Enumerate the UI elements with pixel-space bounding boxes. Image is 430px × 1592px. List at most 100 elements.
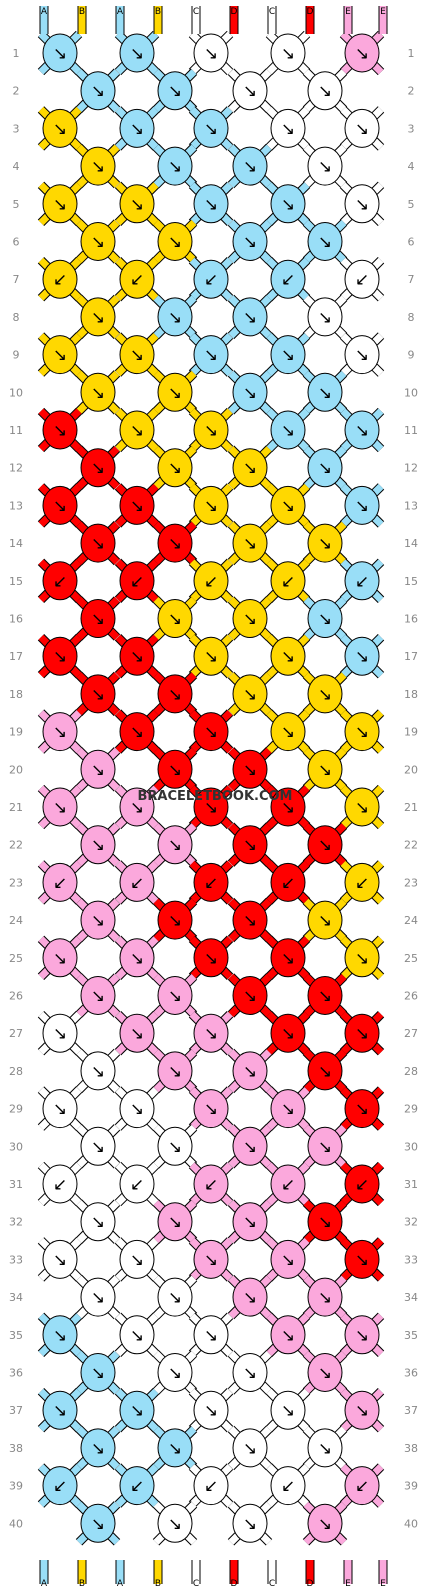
knot (307, 146, 343, 186)
knot (80, 523, 116, 563)
string-label: C (269, 7, 275, 17)
knot-arrow-icon: ↙ (130, 572, 144, 592)
knot-arrow-icon: ↘ (168, 157, 182, 177)
row-number: 38 (9, 1442, 23, 1455)
row-number: 12 (9, 462, 23, 475)
string-label: E (345, 1579, 351, 1589)
knot-arrow-icon: ↘ (53, 723, 67, 743)
knot (80, 825, 116, 865)
string-label: E (380, 7, 386, 17)
row-number: 20 (9, 763, 23, 776)
knot (80, 1503, 116, 1543)
knot-arrow-icon: ↘ (243, 157, 257, 177)
knot-arrow-icon: ↘ (130, 44, 144, 64)
row-number: 32 (404, 1216, 418, 1229)
knot-arrow-icon: ↘ (243, 1213, 257, 1233)
knot (80, 448, 116, 488)
knot-arrow-icon: ↘ (130, 1401, 144, 1421)
knot-arrow-icon: ↘ (91, 308, 105, 328)
knot-arrow-icon: ↘ (53, 421, 67, 441)
string-label: A (117, 7, 124, 17)
knot-arrow-icon: ↘ (53, 195, 67, 215)
row-number: 17 (9, 650, 23, 663)
knot-arrow-icon: ↘ (91, 82, 105, 102)
row-number: 40 (9, 1517, 23, 1530)
knot (344, 862, 380, 902)
knot (193, 410, 229, 450)
row-number: 22 (9, 839, 23, 852)
knot (193, 636, 229, 676)
knot-arrow-icon: ↘ (204, 421, 218, 441)
row-number: 38 (404, 1442, 418, 1455)
knot (80, 1277, 116, 1317)
knot-arrow-icon: ↘ (168, 1514, 182, 1534)
knot-arrow-icon: ↘ (243, 459, 257, 479)
row-number: 36 (9, 1367, 23, 1380)
knot-arrow-icon: ↘ (168, 82, 182, 102)
row-number: 15 (9, 575, 23, 588)
knot-arrow-icon: ↘ (281, 346, 295, 366)
row-number: 1 (13, 47, 20, 60)
knot (193, 712, 229, 752)
knot (119, 1239, 155, 1279)
row-number: 5 (408, 198, 415, 211)
knot-arrow-icon: ↘ (281, 1326, 295, 1346)
knot (157, 1353, 193, 1392)
knot (270, 712, 306, 752)
knot-arrow-icon: ↘ (168, 1364, 182, 1384)
row-number: 6 (13, 236, 20, 249)
knot-arrow-icon: ↘ (281, 1100, 295, 1120)
knot (157, 900, 193, 940)
knot-arrow-icon: ↘ (168, 308, 182, 328)
knot-arrow-icon: ↘ (318, 987, 332, 1007)
knot (307, 1202, 343, 1242)
knot (193, 938, 229, 978)
knot-arrow-icon: ↘ (204, 949, 218, 969)
knot-arrow-icon: ↘ (281, 421, 295, 441)
knot (157, 1503, 193, 1543)
knot-arrow-icon: ↘ (204, 1024, 218, 1044)
knot (307, 1503, 343, 1543)
string-label: B (79, 1579, 85, 1589)
row-number: 6 (408, 236, 415, 249)
knot-arrow-icon: ↙ (204, 1477, 218, 1497)
knot (270, 938, 306, 978)
knot-arrow-icon: ↘ (204, 1401, 218, 1421)
knot-arrow-icon: ↘ (243, 1288, 257, 1308)
knot-arrow-icon: ↘ (281, 119, 295, 139)
row-number: 22 (404, 839, 418, 852)
knot (232, 1428, 268, 1468)
knot-arrow-icon: ↙ (355, 572, 369, 592)
knot (232, 599, 268, 638)
string-label: A (117, 1579, 124, 1589)
knot-arrow-icon: ↘ (318, 685, 332, 705)
knot (157, 523, 193, 563)
knot (157, 825, 193, 865)
knot-arrow-icon: ↘ (318, 1062, 332, 1082)
row-number: 7 (13, 273, 20, 286)
knot (42, 335, 78, 375)
knot-arrow-icon: ↘ (168, 760, 182, 780)
knot (119, 1390, 155, 1430)
row-number: 40 (404, 1517, 418, 1530)
knot (157, 749, 193, 789)
knot-arrow-icon: ↘ (318, 1514, 332, 1534)
knot (193, 1315, 229, 1355)
knot-arrow-icon: ↙ (130, 270, 144, 290)
knot (232, 222, 268, 261)
knot (232, 146, 268, 186)
watermark: BRACELETBOOK.COM (138, 789, 293, 804)
knot-arrow-icon: ↘ (355, 798, 369, 818)
knot-arrow-icon: ↘ (91, 383, 105, 403)
knot-arrow-icon: ↘ (204, 346, 218, 366)
knot (193, 108, 229, 148)
row-number: 27 (404, 1027, 418, 1040)
knot-arrow-icon: ↘ (243, 82, 257, 102)
knot-arrow-icon: ↘ (355, 195, 369, 215)
knot (270, 1466, 306, 1506)
knot-arrow-icon: ↘ (204, 44, 218, 64)
row-number: 2 (13, 85, 20, 98)
knot-arrow-icon: ↘ (130, 647, 144, 667)
knot (193, 259, 229, 299)
row-number: 34 (9, 1291, 23, 1304)
